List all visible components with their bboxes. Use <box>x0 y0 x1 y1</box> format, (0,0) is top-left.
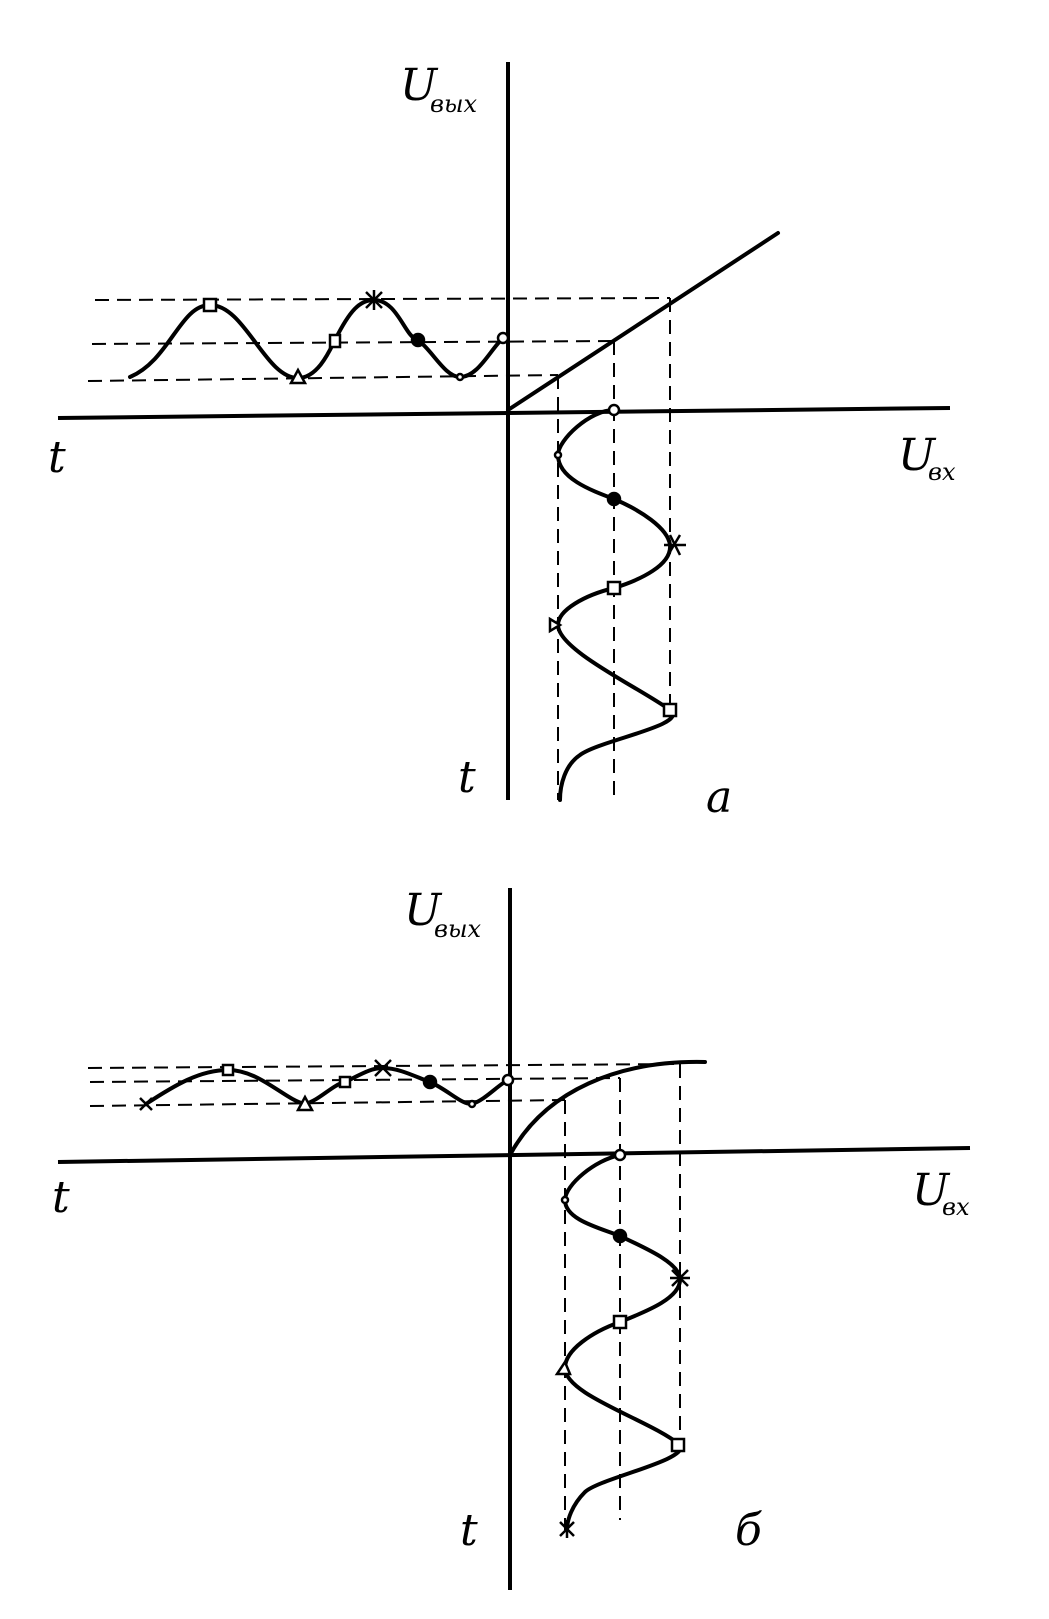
panel-b-input-marker-point <box>560 1195 570 1205</box>
panel-b-dash-low <box>89 1099 566 1107</box>
panel-a-dash-low <box>87 374 559 382</box>
panel-b-input-marker-square <box>612 1314 628 1330</box>
panel-a-dash-high <box>94 297 671 301</box>
panel-b-input-marker-dot <box>612 1228 628 1244</box>
panel-b-left-t-label: t <box>52 1172 70 1223</box>
panel-b-input-marker-square-low <box>670 1437 686 1453</box>
panel-b-x-axis <box>57 1146 971 1164</box>
panel-a-bottom-t-label: t <box>458 752 476 803</box>
panel-b-output-wave <box>144 1066 510 1106</box>
panel-a-marker-circle <box>496 331 510 345</box>
panel-b-marker-square <box>221 1063 235 1077</box>
panel-b-y-axis-label: U <box>404 885 443 936</box>
panel-b-input-marker-circle <box>613 1148 627 1162</box>
panel-a-marker-square <box>202 297 218 313</box>
panel-a-x-axis <box>57 406 951 420</box>
panel-b-input-marker-star <box>670 1269 690 1287</box>
panel-b-y-axis-sub: вых <box>434 915 482 943</box>
panel-a-x-axis-sub: вх <box>928 458 956 486</box>
panel-b-transfer-curve <box>508 1059 707 1157</box>
panel-a-input-marker-point <box>553 450 563 460</box>
panel-a-letter: а <box>706 772 732 823</box>
panel-b-input-wave <box>563 1153 683 1532</box>
panel-a-transfer-line <box>506 231 780 412</box>
panel-b-marker-star <box>374 1059 392 1077</box>
panel-a-marker-square-small <box>328 333 342 349</box>
panel-a-marker-dot <box>410 332 426 348</box>
panel-b-marker-circle <box>501 1073 515 1087</box>
panel-a-input-marker-triangle <box>548 616 563 634</box>
panel-a-input-marker-circle <box>607 403 621 417</box>
panel-a-input-wave <box>556 408 675 802</box>
panel-a-input-marker-dot <box>606 491 622 507</box>
panel-a-marker-star <box>365 290 383 310</box>
panel-b-x-axis-sub: вх <box>942 1193 970 1221</box>
panel-a-input-marker-square <box>606 580 622 596</box>
panel-b-letter: б <box>735 1505 762 1556</box>
panel-b-x-axis-label: U <box>912 1165 951 1216</box>
panel-a-output-wave <box>128 298 505 380</box>
panel-a-left-t-label: t <box>48 432 66 483</box>
panel-a-input-marker-square-low <box>662 702 678 718</box>
panel-a-marker-point <box>455 372 465 382</box>
panel-b-marker-square-small <box>338 1075 352 1089</box>
panel-b-marker-point <box>467 1099 477 1109</box>
panel-a-input-marker-star <box>664 534 686 556</box>
panel-b: U вых U вх t t б <box>52 885 971 1590</box>
panel-a-x-axis-label: U <box>898 430 937 481</box>
panel-a-marker-triangle <box>288 367 308 385</box>
panel-b-dash-mid <box>89 1077 621 1083</box>
panel-a-y-axis-sub: вых <box>430 90 478 118</box>
panel-b-input-marker-triangle <box>554 1359 572 1376</box>
panel-a-y-axis-label: U <box>400 60 439 111</box>
panel-b-marker-dot <box>422 1074 438 1090</box>
panel-b-marker-star-left <box>139 1097 153 1111</box>
panel-b-marker-triangle <box>295 1094 315 1112</box>
panel-a: U вых U вх t t а <box>48 60 956 823</box>
panel-b-input-marker-star-low <box>559 1520 575 1538</box>
panel-b-bottom-t-label: t <box>460 1505 478 1556</box>
